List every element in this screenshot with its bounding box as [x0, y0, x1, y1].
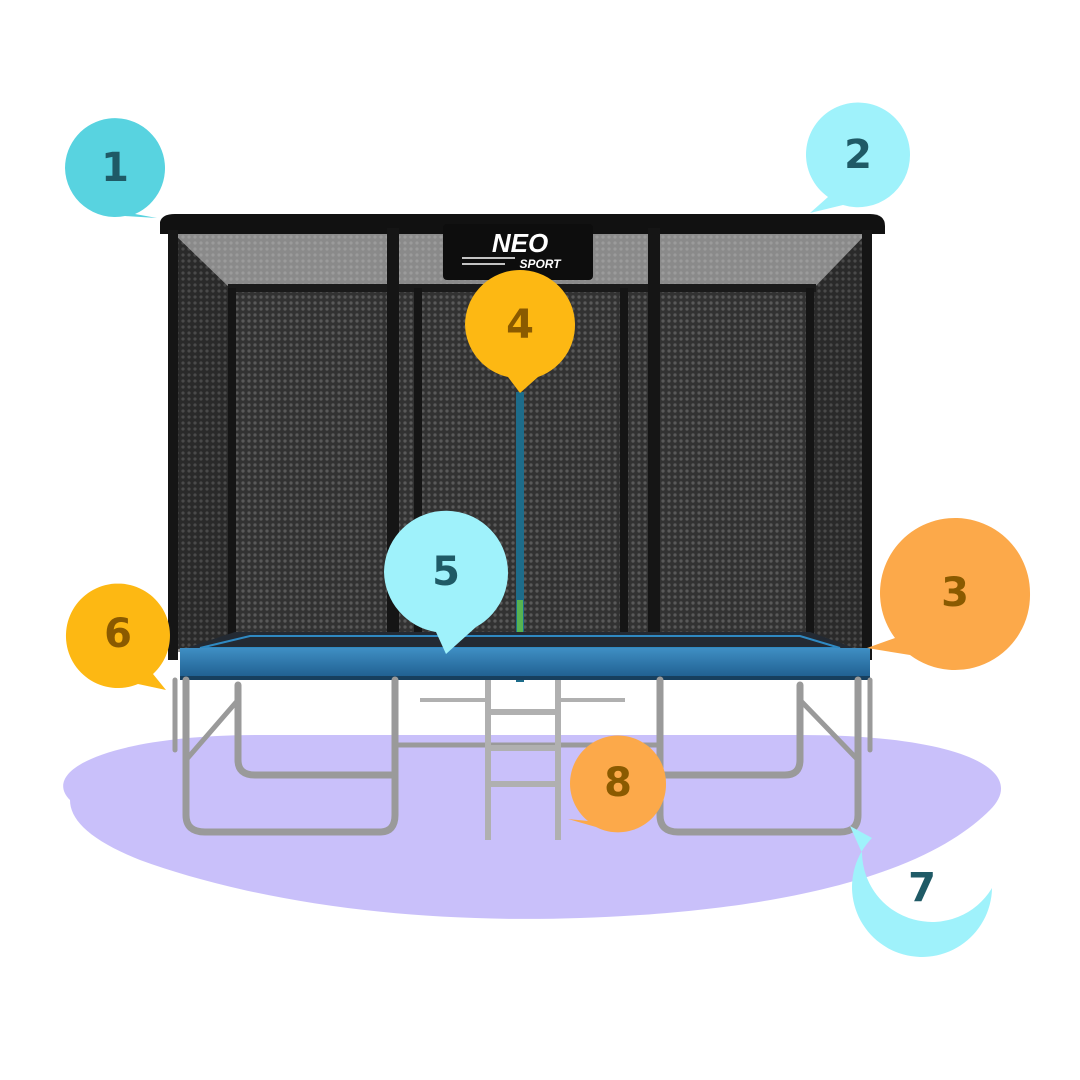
callout-1: 1: [65, 118, 165, 218]
callout-2-number: 2: [844, 132, 872, 178]
callout-bubble-1: [65, 118, 165, 218]
callout-4: 4: [465, 270, 575, 393]
callout-8: 8: [568, 735, 667, 833]
callout-5: 5: [384, 510, 508, 654]
callout-bubble-4: [465, 270, 575, 393]
ladder: [420, 680, 625, 840]
callout-3: 3: [867, 518, 1031, 671]
logo-banner: [443, 224, 593, 280]
callout-4-number: 4: [506, 302, 534, 348]
callout-7-number: 7: [908, 865, 936, 911]
callout-5-number: 5: [432, 549, 460, 595]
callout-2: 2: [806, 102, 911, 213]
entrance-zipper: [516, 392, 524, 682]
callout-6: 6: [65, 583, 170, 690]
callout-6-number: 6: [104, 611, 132, 657]
callout-7: 7: [850, 826, 992, 957]
callout-3-number: 3: [941, 570, 969, 616]
logo-neo: NEO: [492, 228, 548, 258]
callout-bubble-7: [850, 826, 992, 957]
frame-legs: [172, 676, 873, 836]
callout-bubble-3: [867, 518, 1031, 671]
ground-shadow: [63, 735, 1002, 919]
callout-bubble-5: [384, 510, 508, 654]
callout-8-number: 8: [604, 760, 632, 806]
logo-sport: SPORT: [519, 257, 562, 271]
callout-bubble-2: [806, 102, 911, 213]
callout-1-number: 1: [101, 145, 129, 191]
callout-bubble-6: [65, 583, 170, 690]
callout-bubble-8: [568, 735, 667, 833]
spring-pad: [180, 648, 870, 678]
